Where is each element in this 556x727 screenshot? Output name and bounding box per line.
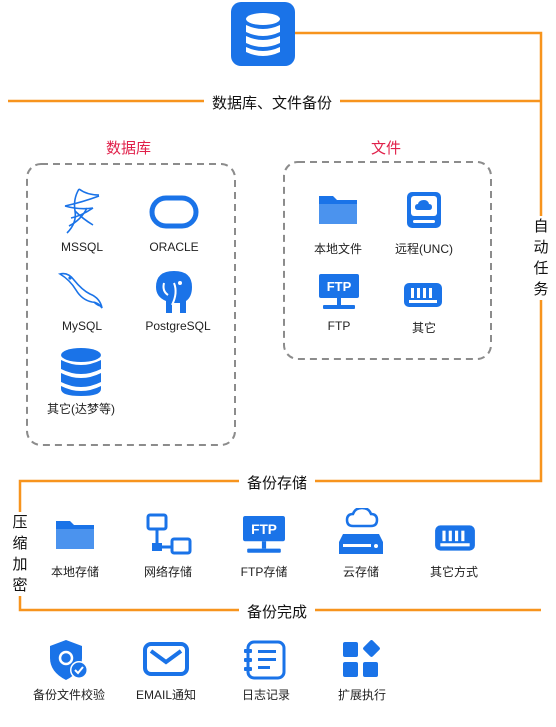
svg-text:FTP: FTP (251, 522, 277, 537)
cloud-storage-icon (337, 508, 385, 556)
db-item-label: ORACLE (149, 240, 199, 254)
complete-title: 备份完成 (239, 601, 316, 622)
db-item-label: 其它(达梦等) (47, 402, 115, 416)
hardware-icon (402, 279, 444, 311)
extension-icon (341, 640, 383, 680)
db-item-label: PostgreSQL (145, 319, 211, 333)
file-item-label: 其它 (411, 321, 436, 335)
db-item-label: MSSQL (60, 240, 103, 254)
storage-title: 备份存储 (239, 472, 316, 493)
ftp-icon: FTP (319, 274, 359, 312)
compress-label: 压缩加密 (11, 512, 29, 596)
postgresql-elephant-icon (152, 269, 196, 317)
backup-header: 数据库、文件备份 (204, 92, 341, 113)
storage-item-label: 网络存储 (143, 565, 192, 579)
network-icon (146, 513, 192, 557)
ftp-icon: FTP (243, 516, 285, 556)
storage-item-label: 本地存储 (50, 565, 99, 579)
storage-item-label: 云存储 (342, 565, 379, 579)
database-icon (58, 347, 104, 397)
file-group-title: 文件 (371, 140, 402, 157)
remote-drive-icon (404, 190, 444, 230)
file-item-label: 本地文件 (313, 242, 362, 256)
storage-item-label: FTP存储 (240, 565, 288, 579)
complete-item-label: 扩展执行 (337, 688, 386, 702)
folder-icon (317, 192, 359, 228)
email-icon (142, 641, 190, 677)
log-icon (244, 639, 288, 681)
hardware-icon (433, 521, 477, 555)
storage-item-label: 其它方式 (429, 565, 478, 579)
auto-task-label: 自动任务 (532, 216, 550, 300)
complete-item-label: EMAIL通知 (135, 688, 196, 702)
svg-text:FTP: FTP (327, 279, 352, 294)
shield-check-icon (48, 638, 90, 682)
complete-item-label: 备份文件校验 (32, 688, 105, 702)
mssql-icon (59, 186, 105, 236)
mysql-dolphin-icon (56, 268, 106, 314)
file-item-label: FTP (327, 319, 351, 333)
db-item-label: MySQL (61, 319, 102, 333)
folder-icon (54, 517, 96, 553)
file-item-label: 远程(UNC) (395, 242, 453, 256)
complete-item-label: 日志记录 (241, 688, 290, 702)
database-stack-icon (231, 2, 295, 66)
database-group-title: 数据库 (106, 140, 152, 157)
oracle-icon (149, 195, 199, 229)
